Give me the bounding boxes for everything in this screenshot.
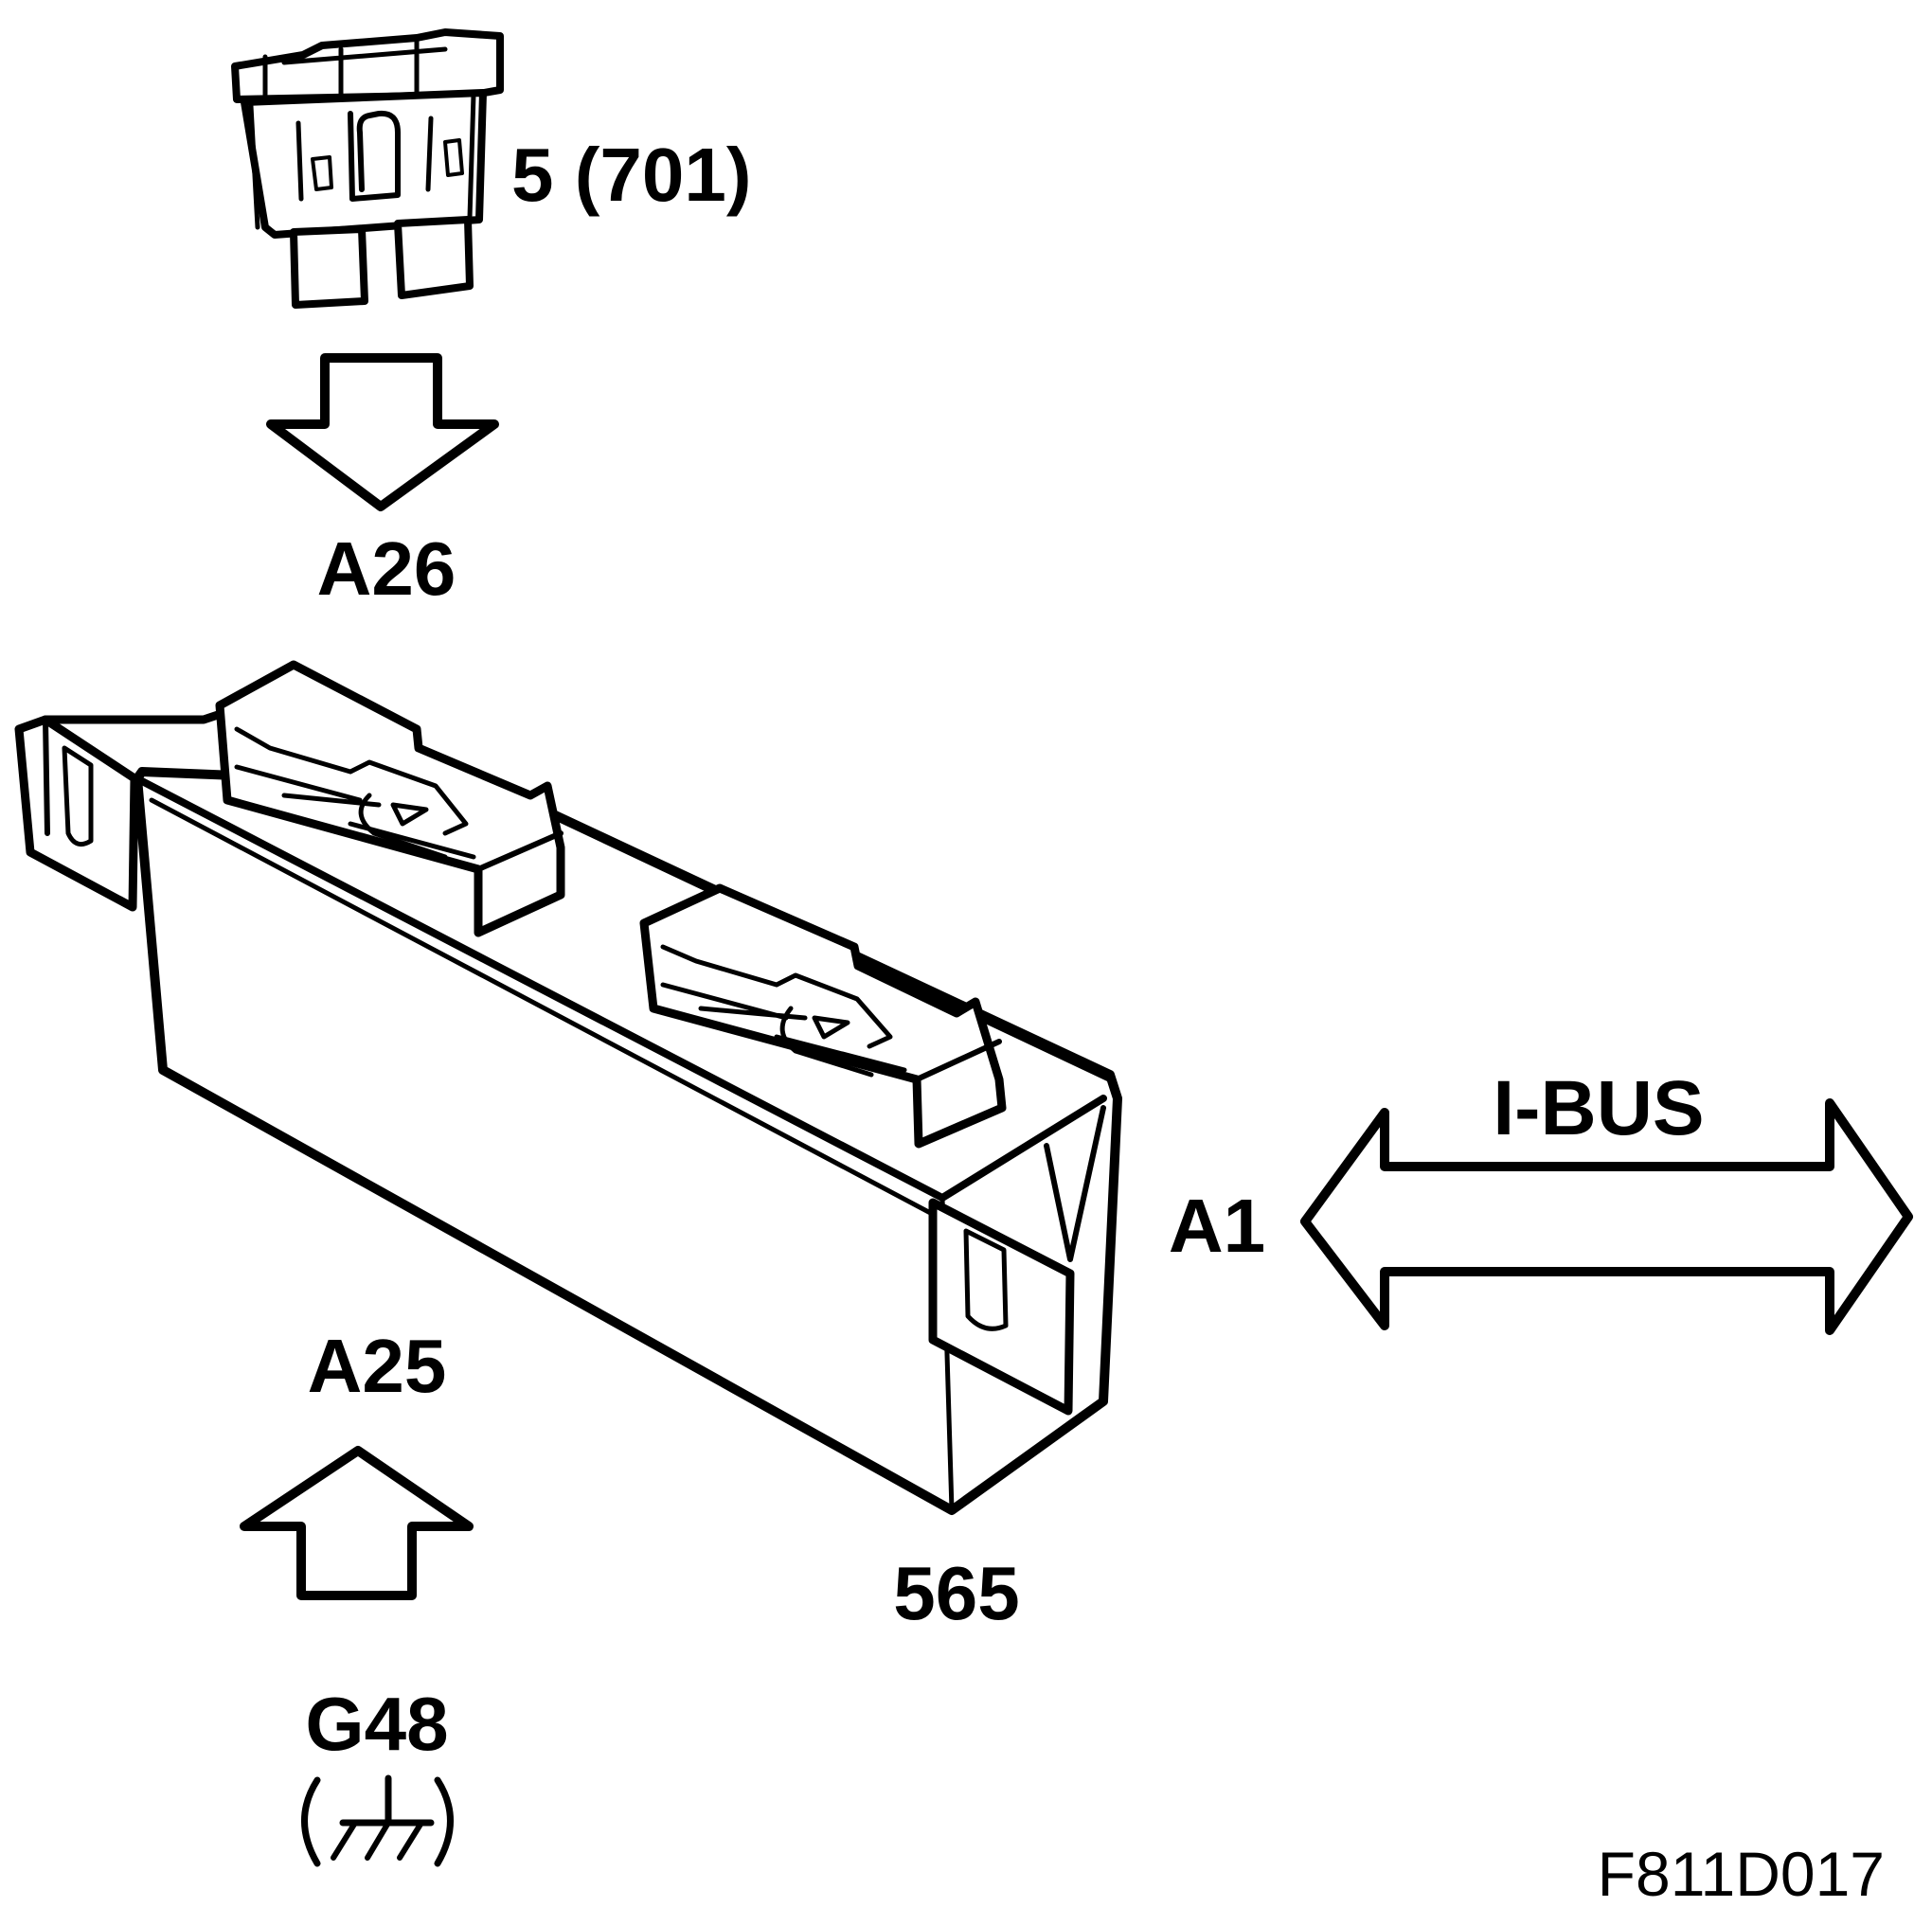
fuse-label: 5 (701) — [511, 133, 751, 217]
bus-label: I-BUS — [1493, 1065, 1704, 1151]
blade-fuse-icon — [231, 28, 504, 309]
chassis-ground-symbol-icon — [301, 1774, 454, 1867]
ground-point-label: G48 — [305, 1682, 448, 1766]
connector-bottom-label: A25 — [308, 1324, 447, 1408]
module-number-label: 565 — [893, 1551, 1019, 1635]
arrow-up-icon — [240, 1446, 474, 1600]
double-arrow-icon — [1300, 1098, 1913, 1335]
arrow-down-icon — [266, 353, 499, 511]
connector-side-label: A1 — [1169, 1184, 1265, 1268]
connector-top-label: A26 — [317, 526, 456, 611]
figure-code: F811D017 — [1598, 1839, 1885, 1909]
module-565-housing — [14, 660, 1122, 1515]
